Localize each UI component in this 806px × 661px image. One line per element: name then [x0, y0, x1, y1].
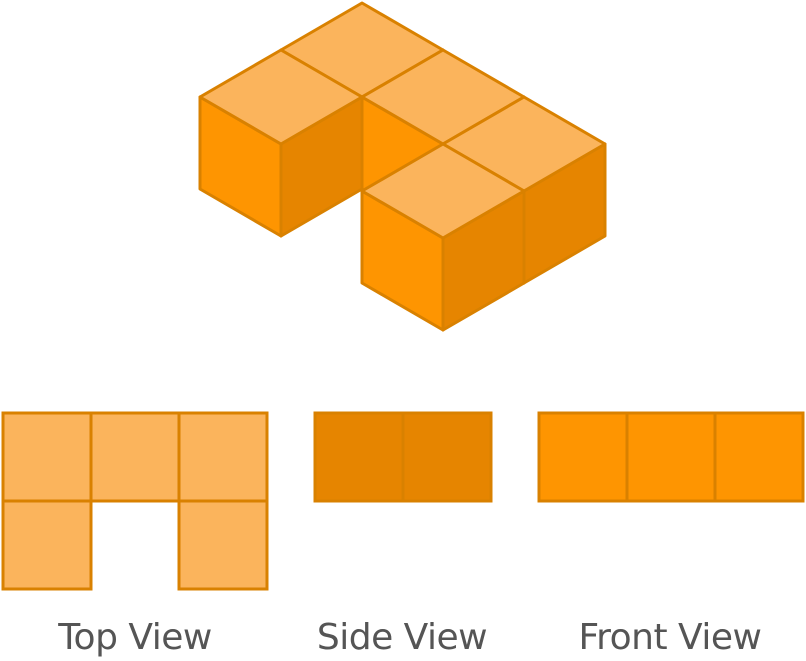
- top-view-cell: [177, 499, 269, 591]
- side-view-cell: [401, 411, 493, 503]
- iso-cube-top-face: [360, 142, 526, 240]
- front-view-cell: [537, 411, 629, 503]
- isometric-cube-figure: [198, 1, 607, 332]
- front-view-cell: [625, 411, 717, 503]
- top-view-cell: [177, 411, 269, 503]
- top-view-cell: [1, 411, 93, 503]
- side-view-label: Side View: [316, 617, 488, 658]
- iso-cube-top-face: [198, 48, 364, 146]
- side-view-grid: [313, 411, 493, 503]
- iso-cube: [360, 142, 526, 332]
- top-view-cell: [89, 411, 181, 503]
- side-view-cell: [313, 411, 405, 503]
- iso-cube: [198, 48, 364, 238]
- front-view-grid: [537, 411, 805, 503]
- front-view-cell: [713, 411, 805, 503]
- front-view-label: Front View: [578, 617, 762, 658]
- top-view-grid: [1, 411, 269, 591]
- top-view-cell: [1, 499, 93, 591]
- top-view-label: Top View: [58, 617, 212, 658]
